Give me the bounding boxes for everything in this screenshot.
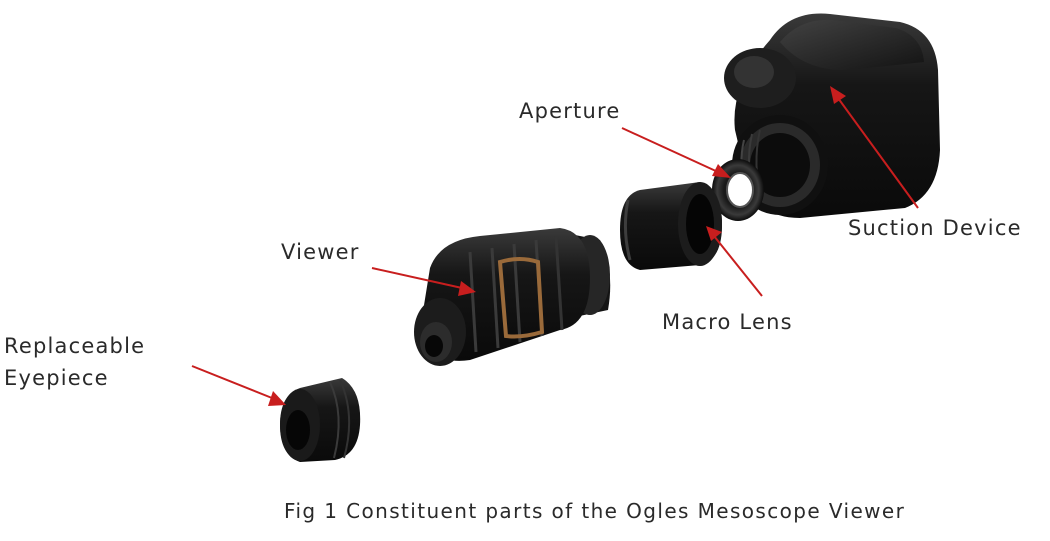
arrowhead-icon [458, 281, 476, 296]
figure-caption: Fig 1 Constituent parts of the Ogles Mes… [284, 499, 905, 523]
arrowhead-icon [268, 391, 286, 406]
eyepiece-leader [191, 365, 273, 399]
viewer-leader [371, 267, 463, 289]
label-viewer: Viewer [281, 240, 360, 264]
aperture-leader [621, 127, 719, 173]
macro-lens [620, 182, 722, 270]
macro-lens-leader [713, 235, 763, 297]
arrowhead-icon [712, 164, 731, 178]
arrowhead-icon [706, 226, 722, 241]
leader-lines [191, 86, 919, 406]
suction-device-leader [837, 97, 919, 209]
label-macro-lens: Macro Lens [662, 310, 793, 334]
arrowhead-icon [830, 86, 846, 104]
label-eyepiece-line1: Replaceable [4, 334, 145, 358]
viewer [414, 228, 611, 366]
replaceable-eyepiece [280, 378, 361, 462]
label-eyepiece-line2: Eyepiece [4, 366, 109, 390]
label-aperture: Aperture [519, 99, 621, 123]
label-suction-device: Suction Device [848, 216, 1022, 240]
